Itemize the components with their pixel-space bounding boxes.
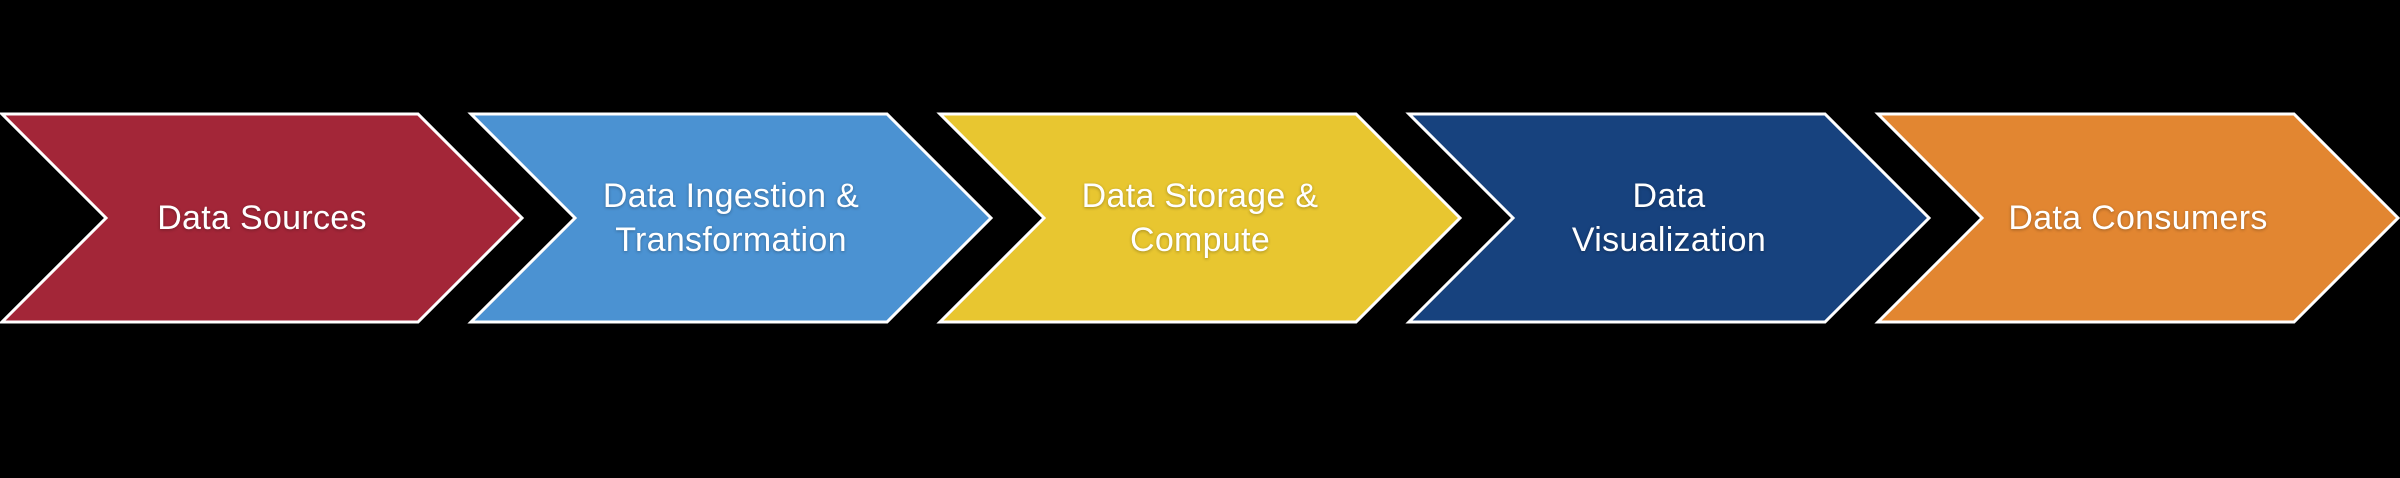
chevron-arrow-polygon	[1874, 112, 2400, 324]
stage-label: Data Sources	[2, 114, 522, 322]
stage-label: Data Consumers	[1878, 114, 2398, 322]
stage-label: Data Ingestion & Transformation	[471, 114, 991, 322]
stage-label-line: Data Storage &	[1081, 177, 1319, 215]
chevron-arrow-polygon	[467, 112, 994, 324]
chevron-arrow-shape	[936, 112, 1463, 324]
stage-label-line: Visualization	[1571, 221, 1767, 259]
chevron-arrow-shape	[0, 112, 525, 324]
stage-label-line: Compute	[1129, 221, 1271, 259]
stage-label: Data Storage & Compute	[940, 114, 1460, 322]
chevron-arrow-polygon	[936, 112, 1463, 324]
stage-chevron-data-sources: Data Sources	[0, 112, 525, 324]
chevron-arrow-polygon	[1405, 112, 1932, 324]
stage-label-line: Data	[1632, 177, 1706, 215]
stage-label-line: Data Sources	[157, 199, 367, 237]
stage-chevron-data-storage-compute: Data Storage & Compute	[936, 112, 1463, 324]
stage-label-line: Transformation	[615, 221, 847, 259]
stage-label-line: Data Consumers	[2008, 199, 2268, 237]
stage-label-line: Data Ingestion &	[602, 177, 860, 215]
chevron-arrow-shape	[467, 112, 994, 324]
chevron-arrow-shape	[1405, 112, 1932, 324]
stage-chevron-data-consumers: Data Consumers	[1874, 112, 2400, 324]
stage-chevron-data-ingestion-transformation: Data Ingestion & Transformation	[467, 112, 994, 324]
chevron-arrow-shape	[1874, 112, 2400, 324]
chevron-arrow-polygon	[0, 112, 525, 324]
